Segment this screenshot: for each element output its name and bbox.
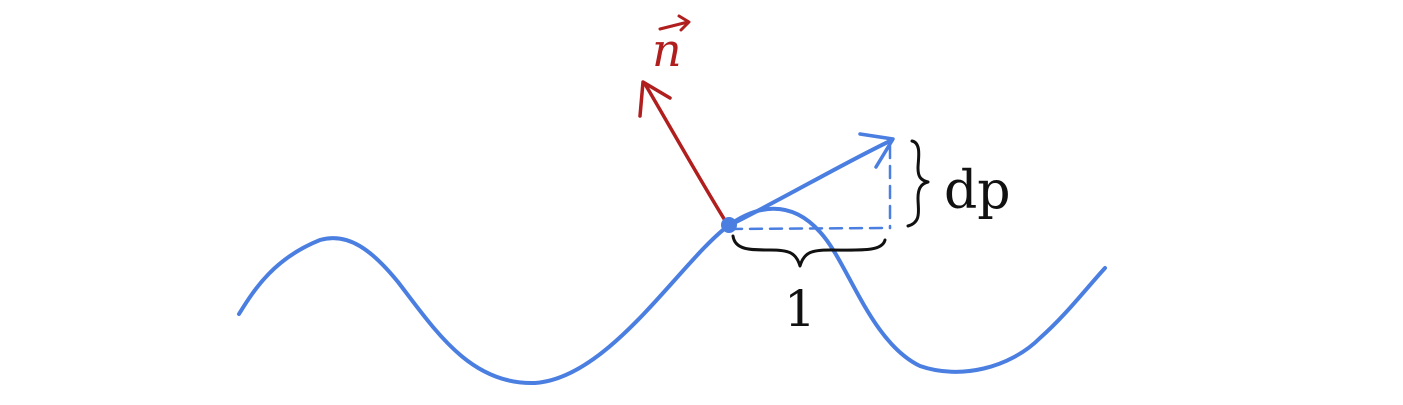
normal-line	[643, 82, 728, 224]
normal-arrowhead	[638, 80, 672, 118]
horizontal-brace	[731, 234, 887, 268]
normal-vector	[638, 80, 728, 224]
tangent-point	[721, 217, 737, 233]
tangent-line	[726, 138, 894, 228]
dashed-run-line	[728, 226, 892, 231]
tangent-arrowhead	[858, 132, 895, 169]
slope-label: dp	[944, 161, 1011, 221]
normal-label: n	[652, 23, 682, 77]
tangent-arrow	[726, 132, 895, 228]
vertical-brace	[906, 139, 930, 228]
run-label: 1	[784, 280, 816, 338]
vector-arrow-icon	[658, 14, 691, 32]
wavy-curve	[237, 206, 1107, 386]
